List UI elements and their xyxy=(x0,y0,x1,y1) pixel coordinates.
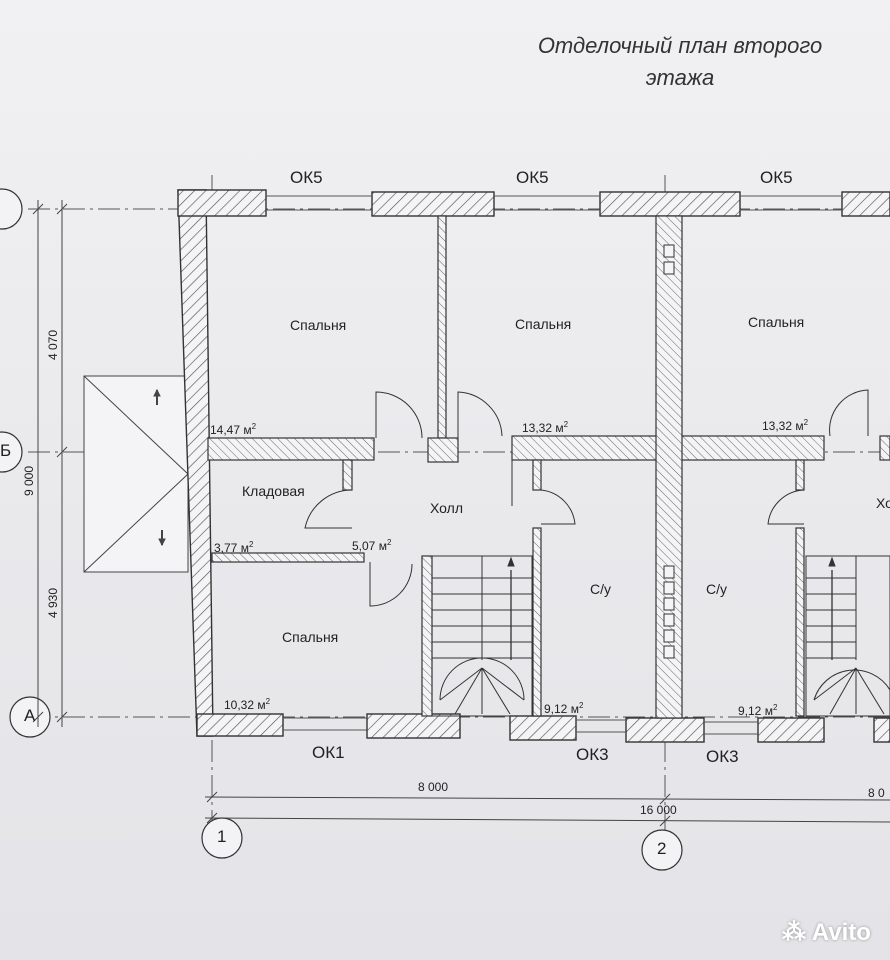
staircase-2 xyxy=(805,555,890,717)
axis-bubbles xyxy=(0,188,683,871)
room-name-bedroom-4: Спальня xyxy=(282,629,339,645)
axis-bubble-v xyxy=(0,188,23,230)
drawing-title: Отделочный план второго этажа xyxy=(500,30,860,94)
dimension-span-1-2: 8 000 xyxy=(418,780,449,794)
avito-watermark: ⁂ Avito xyxy=(782,918,871,947)
exterior-walls xyxy=(177,189,890,743)
door-swings xyxy=(304,389,869,607)
room-area-bedroom-2: 13,32 м2 xyxy=(522,420,569,435)
vent-ducts xyxy=(663,244,675,659)
axis-label-2: 2 xyxy=(657,839,667,858)
room-area-bathroom-1: 9,12 м2 xyxy=(544,701,584,716)
room-area-bathroom-2: 9,12 м2 xyxy=(738,703,778,718)
axis-bubble-2 xyxy=(641,829,683,871)
room-area-bedroom-1: 14,47 м2 xyxy=(210,422,257,437)
room-name-bathroom-1: С/у xyxy=(590,581,611,597)
title-line-2: этажа xyxy=(645,65,715,90)
window-label-bottom-1: ОК1 xyxy=(312,743,345,762)
dimension-vertical-lower: 4 930 xyxy=(46,587,60,618)
room-area-hall: 5,07 м2 xyxy=(352,538,392,553)
axis-label-b: Б xyxy=(0,441,12,460)
window-openings xyxy=(266,195,842,735)
axis-label-a: А xyxy=(24,706,36,725)
room-name-bedroom-3: Спальня xyxy=(748,314,805,330)
window-label-top-2: ОК5 xyxy=(516,168,549,187)
room-name-hall-2: Хо xyxy=(876,495,890,511)
axis-bubble-a xyxy=(9,696,51,738)
room-name-hall: Холл xyxy=(430,500,463,516)
room-area-bedroom-3: 13,32 м2 xyxy=(762,418,809,433)
avito-logo-icon: ⁂ xyxy=(782,919,806,946)
window-label-top-3: ОК5 xyxy=(760,168,793,187)
avito-watermark-text: Avito xyxy=(811,919,871,946)
horizontal-dimension-lines xyxy=(204,791,890,827)
window-label-top-1: ОК5 xyxy=(290,168,323,187)
dimension-total: 16 000 xyxy=(640,803,677,817)
window-label-bottom-2: ОК3 xyxy=(576,745,609,764)
dimension-vertical-total: 9 000 xyxy=(22,465,36,496)
room-name-bedroom-2: Спальня xyxy=(515,316,572,332)
axis-label-1: 1 xyxy=(217,827,227,846)
room-area-bedroom-4: 10,32 м2 xyxy=(224,697,271,712)
stair-void xyxy=(83,375,189,573)
vertical-dimension-lines xyxy=(32,200,68,727)
title-line-1: Отделочный план второго xyxy=(537,33,823,58)
axis-bubble-b xyxy=(0,431,23,473)
dimension-right-partial: 8 0 xyxy=(868,786,885,800)
room-name-bathroom-2: С/у xyxy=(706,581,727,597)
room-name-bedroom-1: Спальня xyxy=(290,317,347,333)
window-label-bottom-3: ОК3 xyxy=(706,747,739,766)
room-name-storage: Кладовая xyxy=(242,483,305,499)
room-area-storage: 3,77 м2 xyxy=(214,540,254,555)
staircase-1 xyxy=(431,555,533,717)
dimension-vertical-upper: 4 070 xyxy=(46,329,60,360)
